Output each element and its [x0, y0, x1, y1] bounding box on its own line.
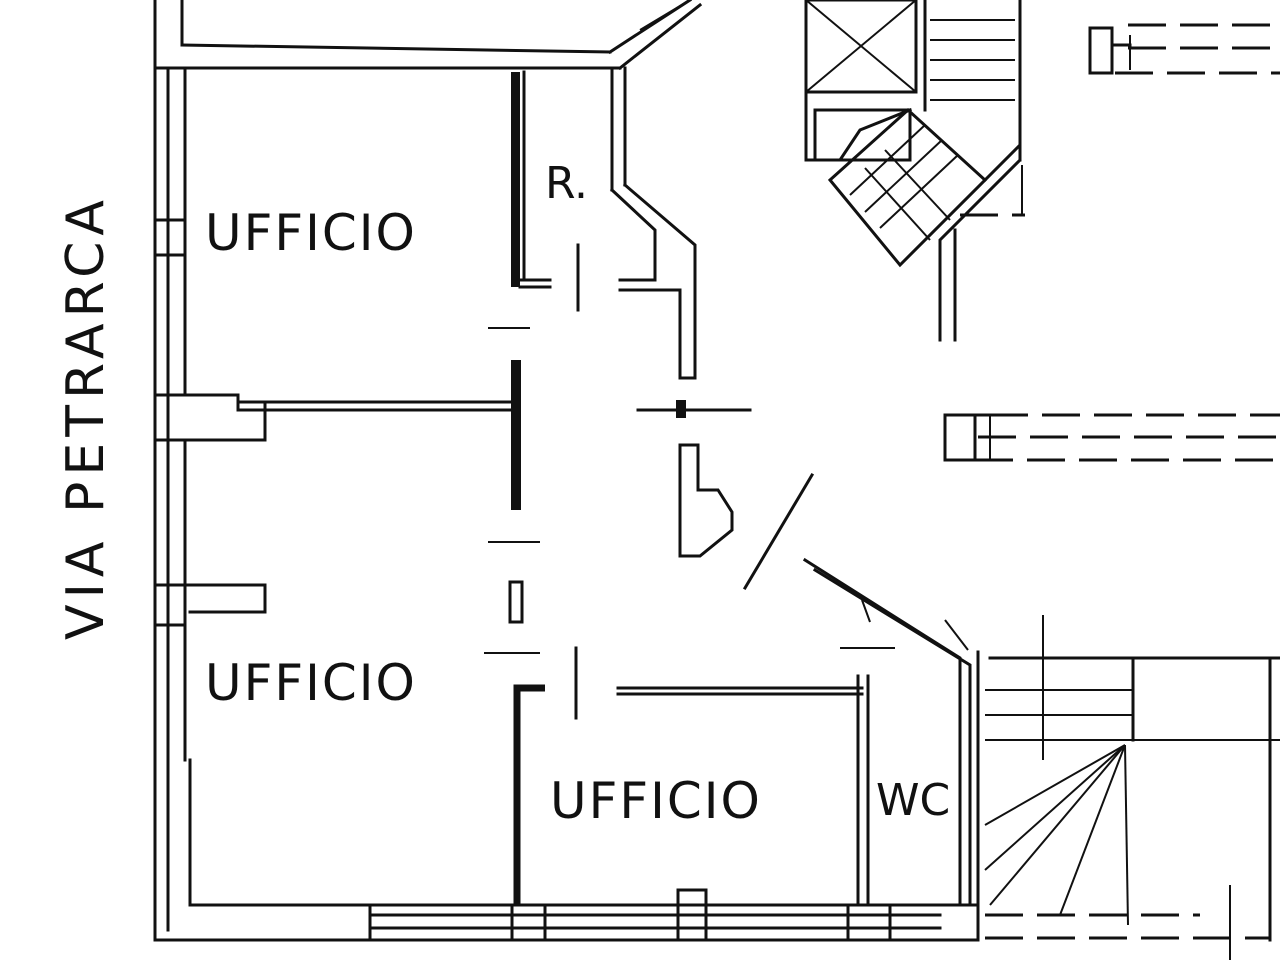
corridor-fixtures: [636, 400, 815, 591]
lower-stairs: [976, 615, 1280, 960]
street-label: VIA PETRARCA: [56, 194, 116, 640]
left-exterior-wall: [153, 0, 192, 942]
room-label-office-2: UFFICIO: [205, 654, 417, 712]
top-wall: [153, 0, 703, 71]
room-label-office-3: UFFICIO: [550, 772, 762, 830]
office-1-partition: [488, 72, 552, 329]
room-label-office-1: UFFICIO: [205, 204, 417, 262]
upper-right-counter: [1088, 23, 1280, 75]
office-1-2-partition: [153, 360, 540, 543]
upper-stairs: [804, 0, 1025, 342]
wc-label: WC: [876, 775, 950, 826]
bottom-exterior-wall: [153, 888, 977, 942]
closet-walls: [522, 66, 697, 380]
closet-label: R.: [545, 158, 588, 209]
wc-walls: [802, 557, 972, 907]
office-2-3-partition: [153, 580, 578, 720]
office-3-walls: [513, 599, 895, 907]
middle-right-counter: [943, 413, 1280, 462]
